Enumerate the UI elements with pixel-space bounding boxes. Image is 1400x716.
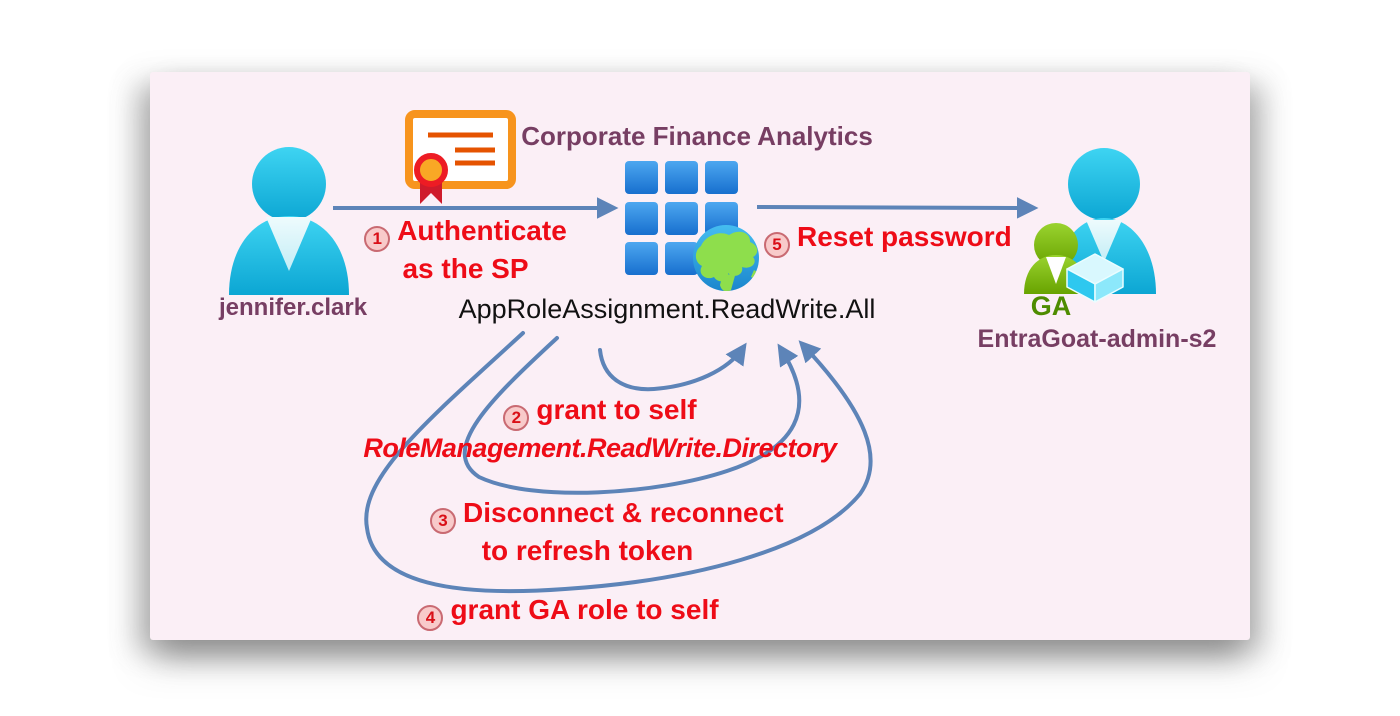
loop-arrow-grant-ga-role	[364, 331, 873, 594]
admin-user-icon	[1024, 148, 1156, 303]
diagram-panel	[150, 72, 1250, 640]
arrow-reset-password	[756, 197, 1039, 219]
step5-number-badge: 5	[764, 231, 790, 258]
step3-number-badge: 3	[430, 507, 456, 534]
step1-text: Authenticate	[397, 215, 567, 246]
admin-role-badge: GA	[1030, 291, 1072, 321]
admin-name-label: EntraGoat-admin-s2	[977, 325, 1217, 353]
step2-permission-text: RoleManagement.ReadWrite.Directory	[363, 432, 837, 463]
user-name-label: jennifer.clark	[219, 294, 368, 321]
step2-number-badge: 2	[503, 404, 530, 431]
app-grid-icon	[625, 161, 759, 291]
step5-text: Reset password	[797, 221, 1012, 252]
step2-text: grant to self	[536, 394, 697, 425]
app-permission-label: AppRoleAssignment.ReadWrite.All	[458, 294, 876, 324]
globe-continent	[720, 272, 736, 291]
user-head	[252, 147, 326, 221]
app-grid-tiles	[625, 161, 738, 275]
app-title: Corporate Finance Analytics	[521, 121, 873, 151]
step3-text-line2: to refresh token	[481, 534, 694, 566]
globe-icon	[693, 225, 759, 291]
step3-text: Disconnect & reconnect	[463, 497, 784, 528]
globe-continent	[695, 231, 758, 282]
step1-text-line2: as the SP	[402, 252, 529, 284]
step4-text: grant GA role to self	[450, 594, 719, 625]
step4-number-badge: 4	[417, 604, 444, 631]
user-vneck	[266, 217, 312, 271]
certificate-icon	[405, 110, 516, 204]
step1-number-badge: 1	[364, 225, 391, 252]
loop-arrow-disconnect-reconnect	[462, 336, 802, 495]
cube-icon	[1066, 253, 1124, 303]
user-icon	[229, 147, 349, 295]
small-green-user-icon	[1024, 223, 1088, 294]
certificate-seal	[414, 153, 448, 187]
loop-arrow-grant-to-self	[598, 342, 747, 392]
step5-label: 5 Reset password	[764, 220, 1012, 258]
step3-label: 3 Disconnect & reconnect to refresh token	[430, 496, 784, 568]
